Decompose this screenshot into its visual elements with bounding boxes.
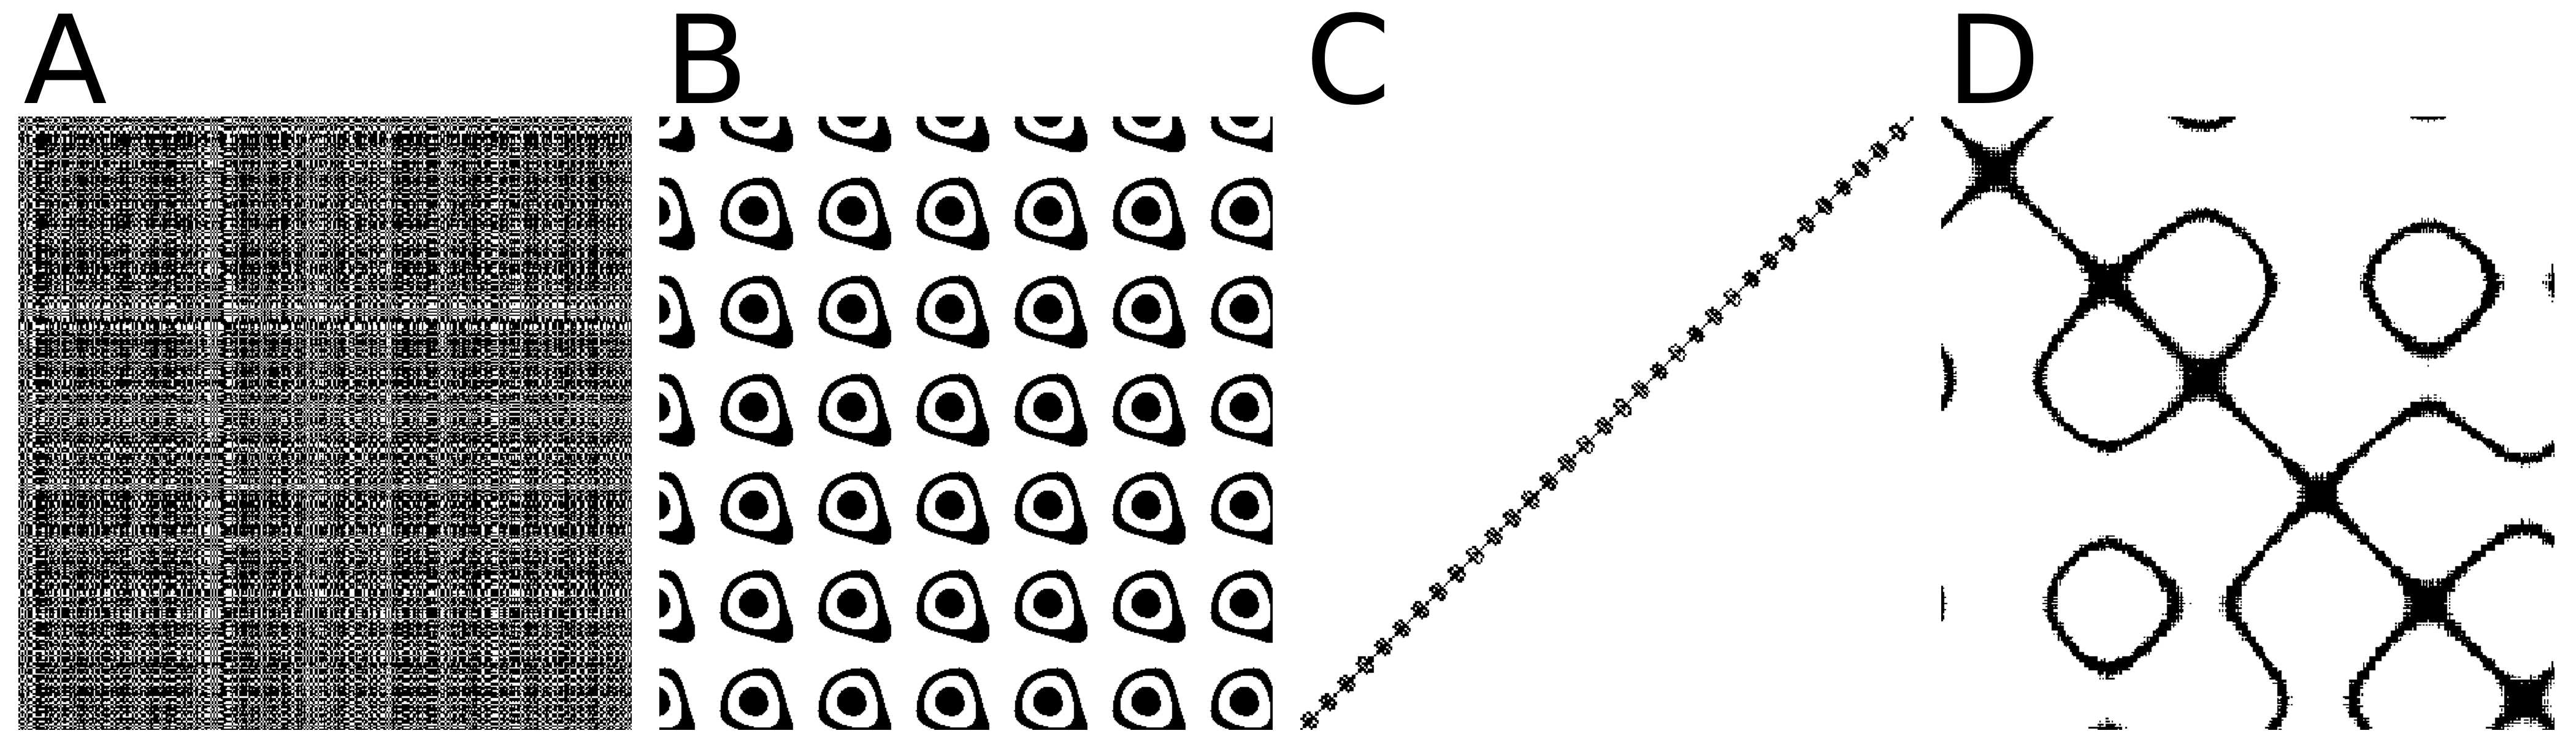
panel-label-d: D [1946,0,2041,132]
panel-a: A [18,0,669,736]
panel-label-a: A [23,0,107,132]
recurrence-plot-d [1941,117,2555,730]
panel-d: D [1941,0,2576,736]
panel-c: C [1300,0,1950,736]
recurrence-plot-b [659,117,1273,730]
panel-b: B [659,0,1309,736]
recurrence-plot-c [1300,117,1914,730]
panel-label-b: B [664,0,749,132]
recurrence-plot-a [18,117,632,730]
panel-label-c: C [1305,0,1391,132]
